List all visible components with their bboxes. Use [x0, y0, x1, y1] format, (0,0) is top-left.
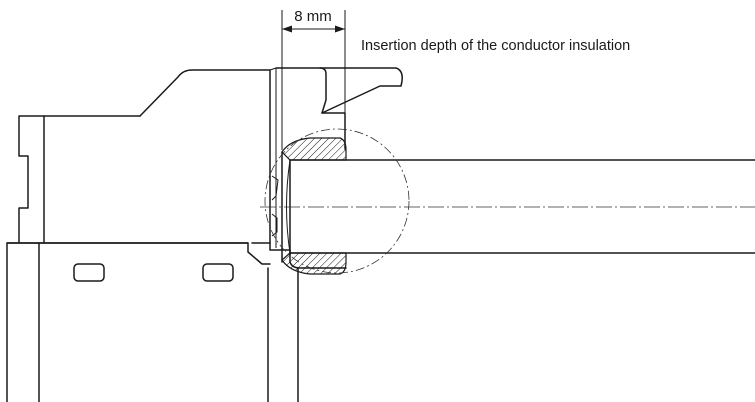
latch-window-right	[202, 263, 234, 282]
detail-circle	[264, 128, 410, 274]
clamp-spring	[271, 175, 279, 237]
conductor	[286, 159, 755, 254]
dimension-arrow-right	[335, 25, 345, 33]
insulation-sleeve-section	[281, 137, 347, 275]
dimension-8mm: 8 mm	[281, 8, 346, 150]
terminal-housing	[18, 67, 403, 248]
dimension-label: 8 mm	[294, 8, 332, 25]
latch-window-left	[73, 263, 105, 282]
insertion-depth-callout: Insertion depth of the conductor insulat…	[361, 38, 630, 54]
terminal-lower-housing	[6, 242, 347, 402]
dimension-arrow-left	[282, 25, 292, 33]
